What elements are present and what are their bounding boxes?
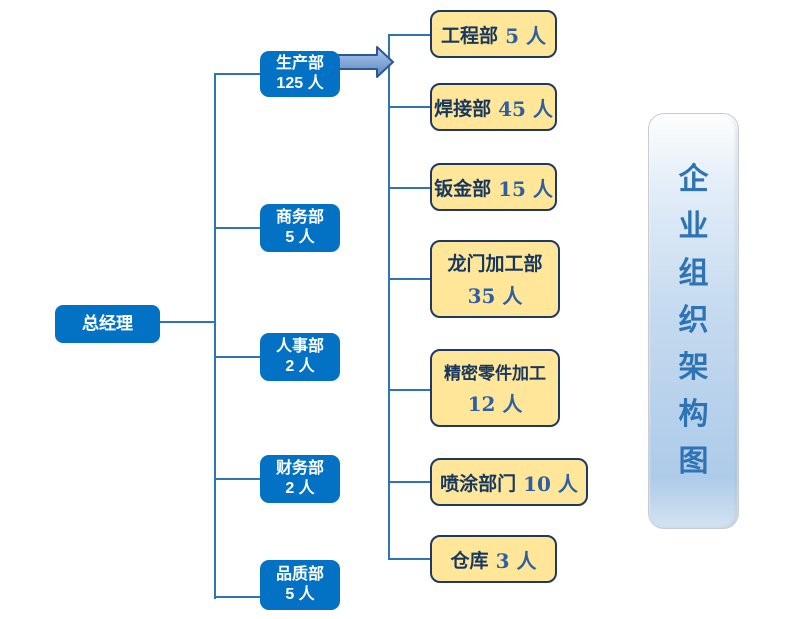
node-count: 15 人 xyxy=(498,176,553,201)
connector-line xyxy=(215,227,260,229)
connector-line xyxy=(390,558,430,560)
node-label: 仓库 xyxy=(450,549,489,572)
node-painting-dept[interactable]: 喷涂部门 10 人 xyxy=(430,458,588,506)
node-label: 财务部 xyxy=(275,460,324,477)
node-label: 精密零件加工 xyxy=(444,364,546,384)
node-warehouse[interactable]: 仓库 3 人 xyxy=(430,535,557,583)
connector-line xyxy=(390,481,430,483)
node-label: 品质部 xyxy=(275,566,324,583)
node-count: 12 人 xyxy=(467,392,523,416)
chart-title-char: 架 xyxy=(678,350,709,385)
node-general-manager[interactable]: 总经理 xyxy=(55,305,160,343)
node-count: 2 人 xyxy=(285,480,315,497)
node-count: 10 人 xyxy=(523,471,578,496)
node-count: 2 人 xyxy=(285,358,315,375)
node-sheet-metal-dept[interactable]: 钣金部 15 人 xyxy=(430,163,557,211)
chart-title-char: 构 xyxy=(678,397,709,432)
connector-line xyxy=(215,596,260,598)
node-hr-dept[interactable]: 人事部 2 人 xyxy=(260,333,340,381)
connector-line xyxy=(215,73,260,75)
node-commerce-dept[interactable]: 商务部 5 人 xyxy=(260,204,340,252)
connector-line xyxy=(390,278,430,280)
connector-line xyxy=(214,73,216,599)
node-count: 5 人 xyxy=(285,586,315,603)
connector-line xyxy=(390,106,430,108)
chart-title-char: 图 xyxy=(678,444,709,479)
connector-line xyxy=(390,389,430,391)
node-count: 5 人 xyxy=(505,23,546,48)
chart-title-char: 企 xyxy=(678,162,709,197)
connector-line xyxy=(215,478,260,480)
node-label: 总经理 xyxy=(82,314,133,334)
connector-line xyxy=(388,34,390,560)
node-label: 喷涂部门 xyxy=(440,472,517,495)
node-count: 5 人 xyxy=(285,229,315,246)
flow-arrow-icon xyxy=(334,44,395,80)
node-production-dept[interactable]: 生产部 125 人 xyxy=(260,51,340,97)
chart-title-char: 组 xyxy=(678,256,709,291)
chart-title-char: 织 xyxy=(678,303,709,338)
connector-line xyxy=(390,34,430,36)
chart-title-panel[interactable]: 企 业 组 织 架 构 图 xyxy=(648,113,739,529)
node-count: 3 人 xyxy=(495,548,537,573)
node-label: 焊接部 xyxy=(434,97,492,120)
node-label: 龙门加工部 xyxy=(447,253,543,275)
node-finance-dept[interactable]: 财务部 2 人 xyxy=(260,455,340,503)
node-label: 钣金部 xyxy=(434,177,492,200)
node-label: 工程部 xyxy=(441,24,499,47)
node-count: 125 人 xyxy=(276,75,324,92)
connector-line xyxy=(160,321,215,323)
node-precision-parts-dept[interactable]: 精密零件加工 12 人 xyxy=(430,349,560,427)
node-count: 35 人 xyxy=(467,284,523,308)
node-count: 45 人 xyxy=(498,96,553,121)
node-label: 人事部 xyxy=(275,338,324,355)
node-gantry-machining-dept[interactable]: 龙门加工部 35 人 xyxy=(430,240,560,318)
node-quality-dept[interactable]: 品质部 5 人 xyxy=(260,560,340,610)
connector-line xyxy=(215,356,260,358)
connector-line xyxy=(390,187,430,189)
chart-title-char: 业 xyxy=(678,209,709,244)
node-engineering-dept[interactable]: 工程部 5 人 xyxy=(430,10,557,58)
node-label: 商务部 xyxy=(275,209,324,226)
node-label: 生产部 xyxy=(275,55,324,72)
node-welding-dept[interactable]: 焊接部 45 人 xyxy=(430,83,557,131)
